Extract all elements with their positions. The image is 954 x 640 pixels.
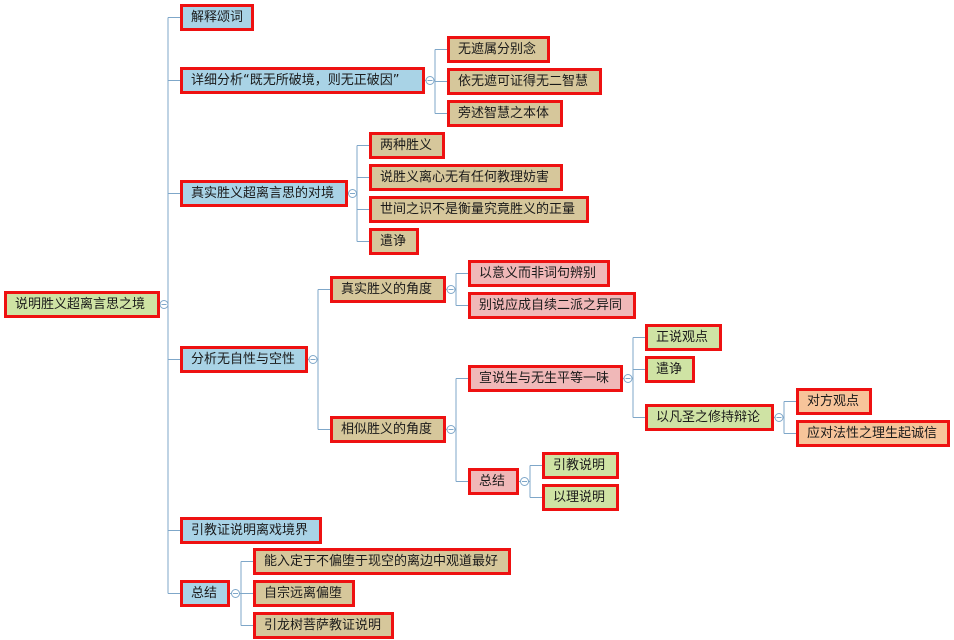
root-node[interactable]: 说明胜义超离言思之境 bbox=[4, 291, 160, 318]
mindmap-node-n3b[interactable]: 说胜义离心无有任何教理妨害 bbox=[369, 164, 563, 191]
mindmap-node-n4b2[interactable]: 总结 bbox=[468, 468, 519, 495]
mindmap-node-n2[interactable]: 详细分析“既无所破境，则无正破因” bbox=[180, 67, 425, 94]
mindmap-node-n4b1c2[interactable]: 应对法性之理生起诚信 bbox=[796, 420, 950, 447]
mindmap-node-n4b1c[interactable]: 以凡圣之修持辩论 bbox=[645, 404, 774, 431]
mindmap-node-n4[interactable]: 分析无自性与空性 bbox=[180, 346, 308, 373]
mindmap-node-n6a[interactable]: 能入定于不偏堕于现空的离边中观道最好 bbox=[253, 548, 511, 575]
mindmap-node-n3[interactable]: 真实胜义超离言思的对境 bbox=[180, 180, 348, 207]
mindmap-node-n3c[interactable]: 世间之识不是衡量究竟胜义的正量 bbox=[369, 196, 589, 223]
mindmap-node-n1[interactable]: 解释颂词 bbox=[180, 4, 254, 31]
mindmap-node-n4a[interactable]: 真实胜义的角度 bbox=[330, 276, 446, 303]
mindmap-node-n4b[interactable]: 相似胜义的角度 bbox=[330, 416, 446, 443]
mindmap-node-n6c[interactable]: 引龙树菩萨教证说明 bbox=[253, 612, 394, 639]
mindmap-node-n4b1c1[interactable]: 对方观点 bbox=[796, 388, 872, 415]
mindmap-node-n4b2b[interactable]: 以理说明 bbox=[542, 484, 619, 511]
mindmap-node-n2b[interactable]: 依无遮可证得无二智慧 bbox=[447, 68, 602, 95]
mindmap-node-n4b1[interactable]: 宣说生与无生平等一味 bbox=[468, 365, 623, 392]
mindmap-node-n4b2a[interactable]: 引教说明 bbox=[542, 452, 619, 479]
mindmap-node-n4b1a[interactable]: 正说观点 bbox=[645, 324, 722, 351]
mindmap-node-n3d[interactable]: 遣诤 bbox=[369, 228, 419, 255]
mindmap-node-n2c[interactable]: 旁述智慧之本体 bbox=[447, 100, 563, 127]
mindmap-node-n4a1[interactable]: 以意义而非词句辨别 bbox=[468, 260, 610, 287]
mindmap-node-n6b[interactable]: 自宗远离偏堕 bbox=[253, 580, 355, 607]
mindmap-node-n3a[interactable]: 两种胜义 bbox=[369, 132, 445, 159]
mindmap-node-n5[interactable]: 引教证说明离戏境界 bbox=[180, 517, 322, 544]
mindmap-node-n2a[interactable]: 无遮属分别念 bbox=[447, 36, 550, 63]
mindmap-node-n4b1b[interactable]: 遣诤 bbox=[645, 356, 695, 383]
mindmap-node-n4a2[interactable]: 别说应成自续二派之异同 bbox=[468, 292, 636, 319]
mindmap-node-n6[interactable]: 总结 bbox=[180, 580, 230, 607]
